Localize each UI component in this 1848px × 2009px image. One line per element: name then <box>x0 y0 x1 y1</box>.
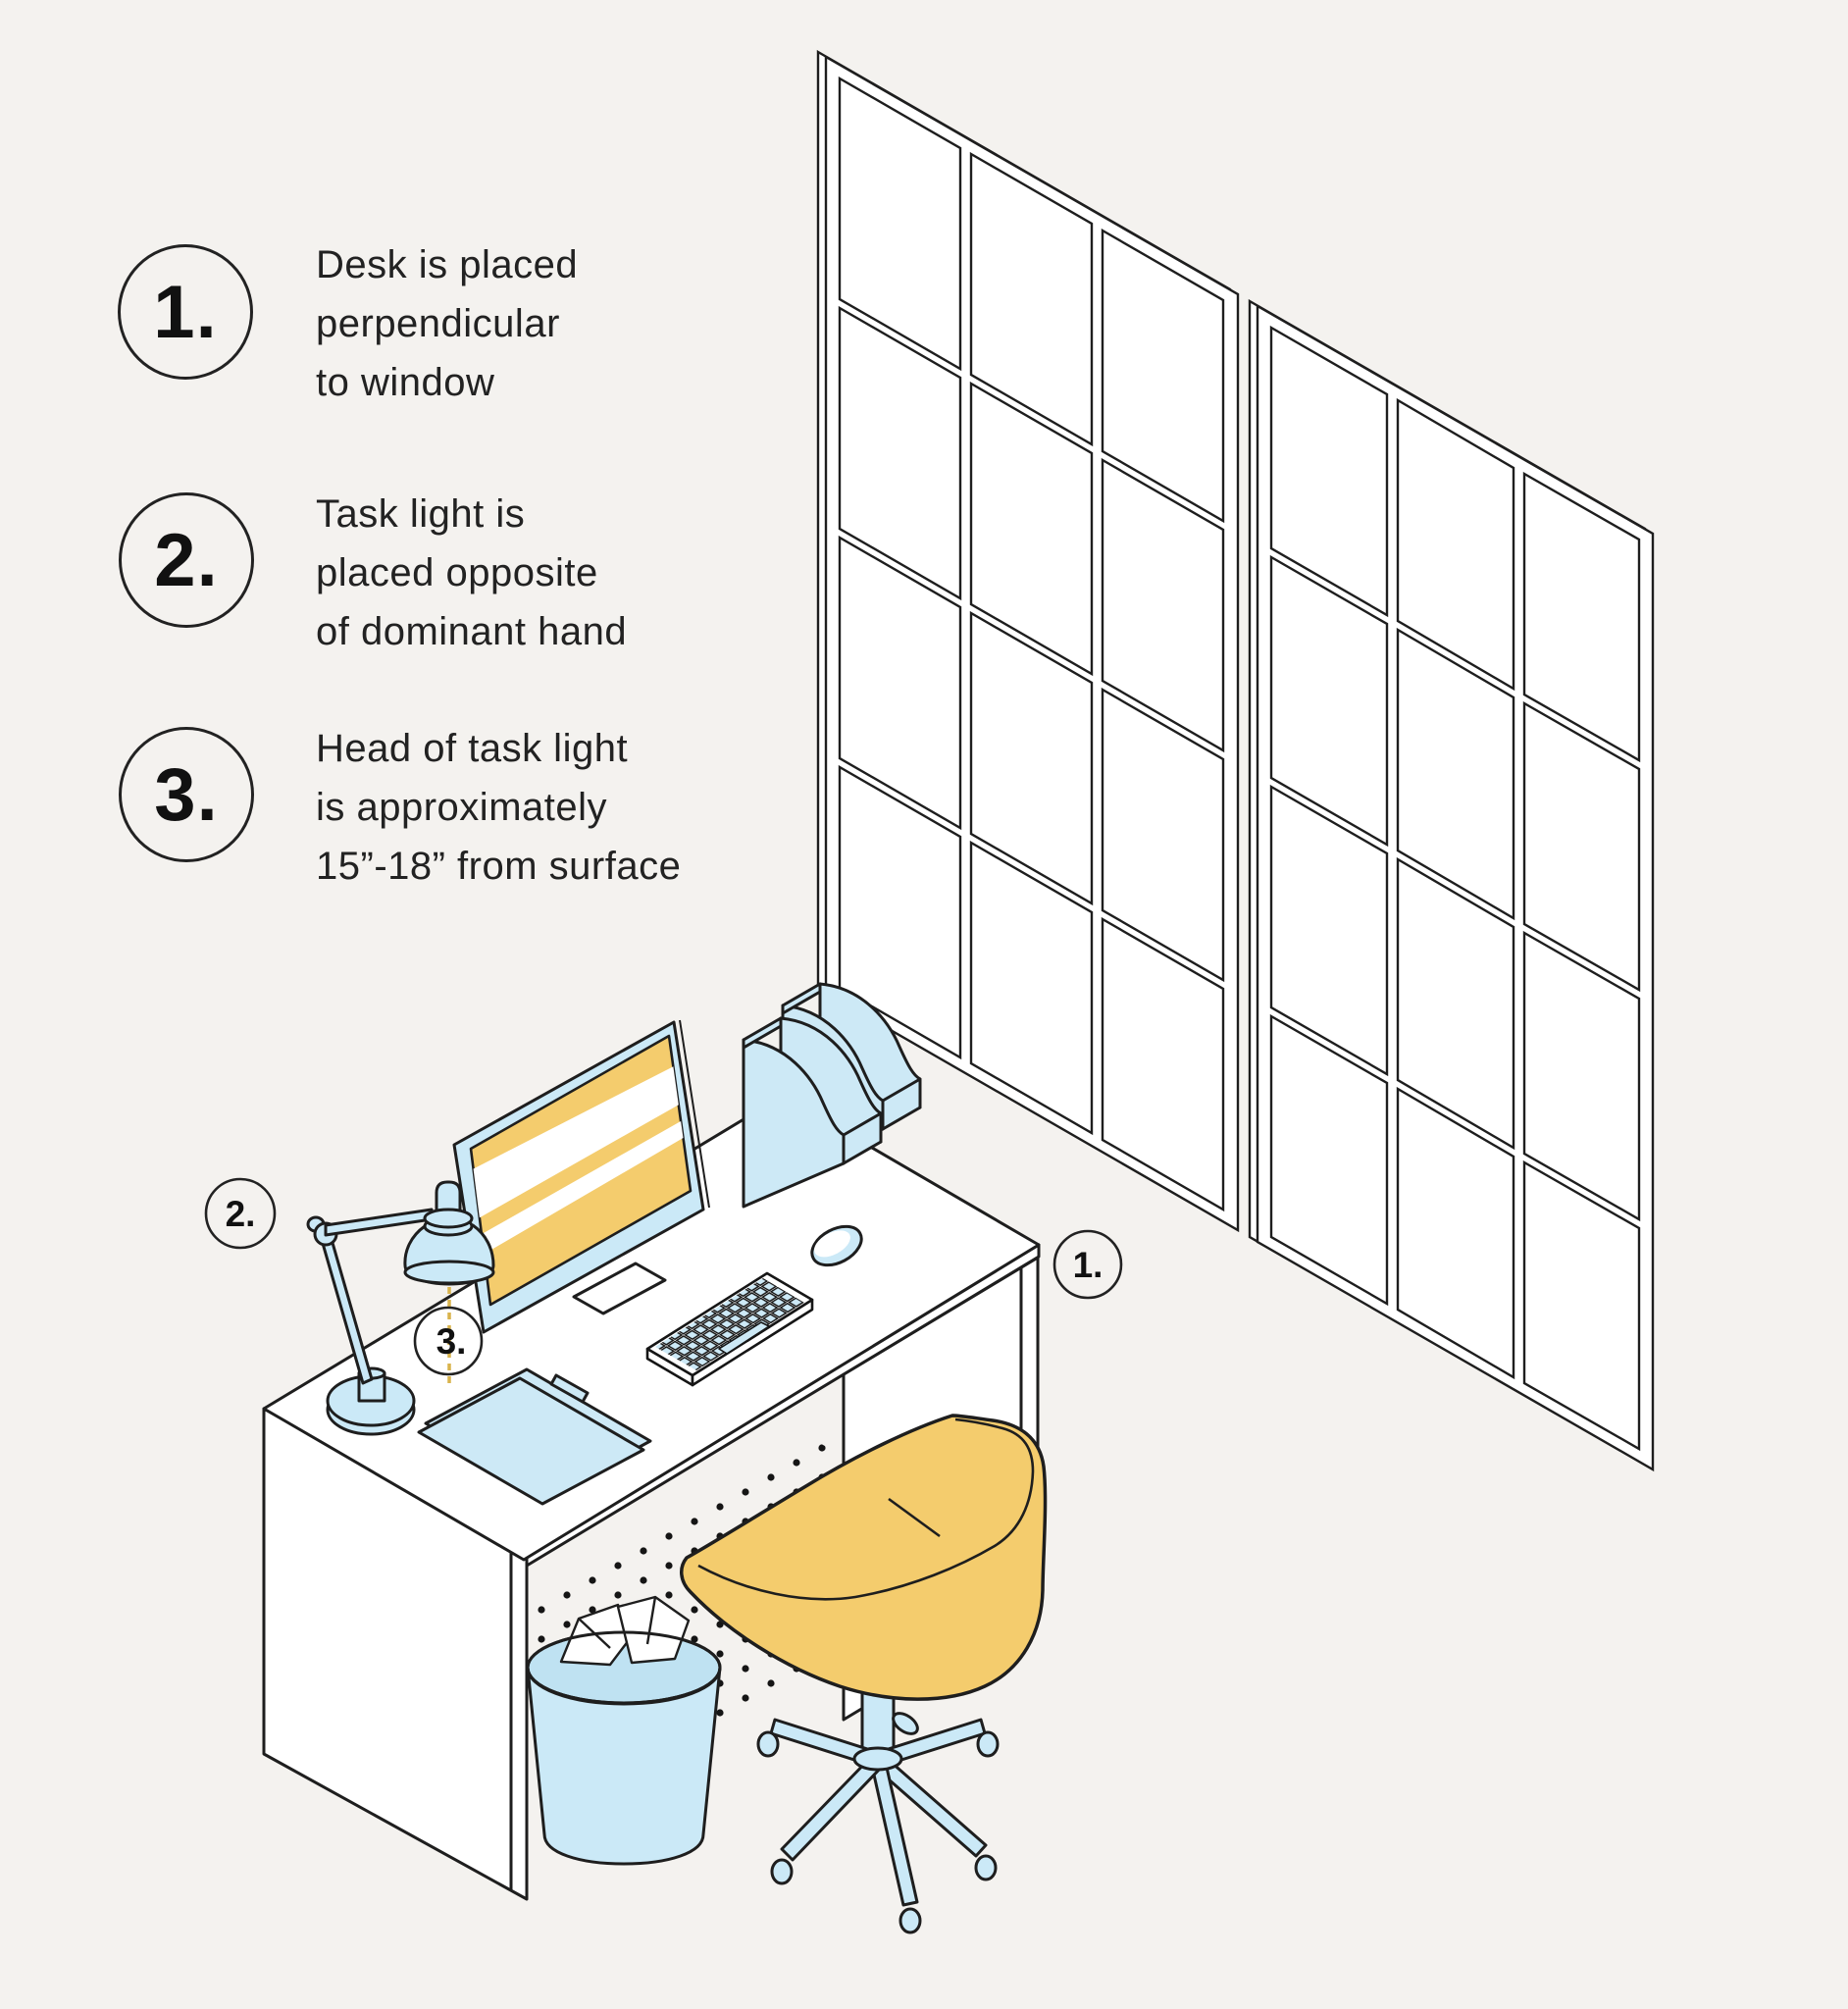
folder-tab <box>549 1373 590 1404</box>
tip-line: placed opposite <box>316 551 598 594</box>
window-pane <box>838 76 962 372</box>
tip-line: Desk is placed <box>316 243 579 286</box>
window-pane <box>1101 457 1225 753</box>
window-pane <box>1396 1086 1515 1380</box>
monitor-edge <box>679 1019 710 1209</box>
trash-can <box>526 1595 722 1866</box>
mouse-highlight <box>814 1230 850 1258</box>
window-pane <box>1396 627 1515 921</box>
window-pane <box>838 764 962 1060</box>
chair-hub <box>852 1746 903 1772</box>
callout-1-label: 1. <box>1073 1245 1104 1285</box>
chair-base <box>756 1672 1000 1934</box>
window-panes-right <box>1269 325 1641 1452</box>
lamp-cap <box>435 1180 462 1218</box>
callout-3-badge <box>413 1306 484 1376</box>
tip-number-badge: 2. <box>119 492 254 628</box>
window-pane <box>969 151 1094 447</box>
tip-number: 2. <box>154 518 219 602</box>
tip-text: Head of task light is approximately 15”-… <box>316 719 681 896</box>
window-pane <box>1101 916 1225 1212</box>
folder <box>417 1367 652 1506</box>
window-pane <box>838 305 962 601</box>
caster-wheel <box>976 1730 1000 1758</box>
window-pane <box>1269 1013 1389 1307</box>
window-pane <box>1396 397 1515 692</box>
tip-line: perpendicular <box>316 302 560 345</box>
keyboard-keys <box>655 1278 804 1370</box>
tip-number: 3. <box>154 752 219 837</box>
tip-line: to window <box>316 361 495 404</box>
window-pane <box>969 381 1094 677</box>
window-pane <box>1522 700 1641 993</box>
callout-3-label: 3. <box>436 1321 467 1362</box>
file-organizer <box>742 1016 883 1209</box>
office-chair <box>680 1414 1048 1934</box>
tip-line: of dominant hand <box>316 610 628 653</box>
chair-shell-rim <box>697 1417 1035 1601</box>
window-pane <box>838 535 962 831</box>
keyboard <box>645 1271 814 1387</box>
lamp-shade-rim <box>403 1260 495 1285</box>
window-pane <box>1269 554 1389 848</box>
window-pane <box>1522 930 1641 1222</box>
tip-number-badge: 3. <box>119 727 254 862</box>
callout-2-badge <box>204 1177 277 1250</box>
window <box>816 49 1655 1472</box>
window-pane <box>1101 687 1225 983</box>
keyboard-spacebar <box>718 1321 770 1355</box>
callout-1-badge <box>1052 1229 1123 1300</box>
caster-wheel <box>898 1907 922 1934</box>
chair-seam <box>888 1497 941 1538</box>
caster-wheel <box>974 1854 998 1881</box>
monitor <box>452 1019 710 1334</box>
callout-badges: 1. 2. 3. <box>204 1177 1123 1376</box>
tip-text: Task light is placed opposite of dominan… <box>316 485 627 661</box>
screen-reflection <box>471 1105 691 1267</box>
tip-line: Task light is <box>316 492 526 536</box>
window-pane <box>969 610 1094 906</box>
tip-line: 15”-18” from surface <box>316 845 682 888</box>
window-pane <box>1522 471 1641 763</box>
tip-line: Head of task light <box>316 727 629 770</box>
chair-tilt-knob <box>892 1712 919 1735</box>
window-panes-left <box>838 76 1225 1212</box>
chair-shell <box>680 1414 1048 1701</box>
callout-2-label: 2. <box>226 1194 256 1234</box>
tip-line: is approximately <box>316 786 608 829</box>
window-pane <box>1269 784 1389 1077</box>
window-pane <box>969 840 1094 1136</box>
window-pane <box>1101 228 1225 524</box>
screen-reflection <box>471 1048 691 1228</box>
window-pane <box>1269 325 1389 618</box>
tip-number: 1. <box>153 270 218 354</box>
window-pane <box>1396 856 1515 1151</box>
tip-number-badge: 1. <box>118 244 253 380</box>
monitor-stand <box>572 1262 667 1315</box>
file-organizers <box>742 982 922 1209</box>
caster-wheel <box>770 1858 794 1885</box>
mouse <box>810 1224 863 1267</box>
caster-wheel <box>756 1730 780 1758</box>
tip-text: Desk is placed perpendicular to window <box>316 235 578 412</box>
window-pane <box>1522 1159 1641 1452</box>
lamp-collar <box>423 1208 474 1229</box>
folder-front-cover <box>417 1376 645 1506</box>
task-lamp <box>306 1180 495 1436</box>
